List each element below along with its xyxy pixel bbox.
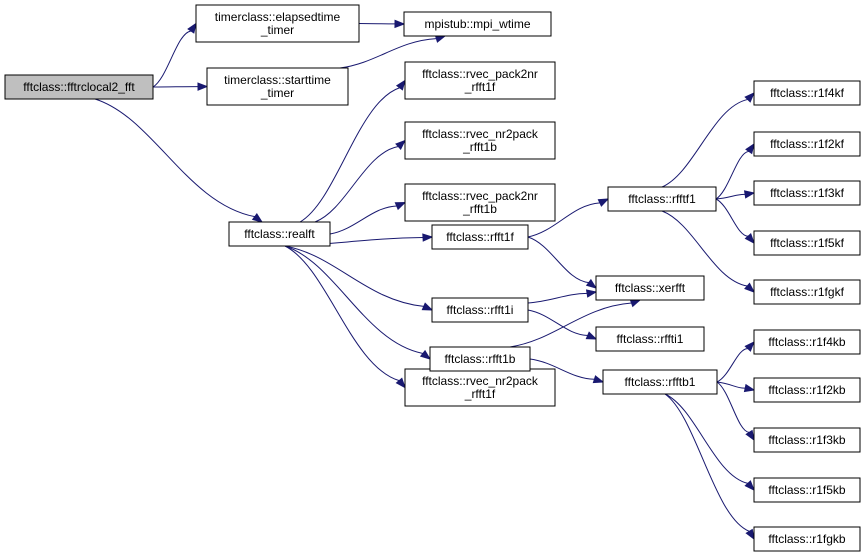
node-label: _rfft1f — [464, 387, 496, 401]
node-label: fftclass::r1fgkb — [768, 532, 845, 546]
node-label: fftclass::r1f3kf — [770, 186, 844, 200]
node-label: mpistub::mpi_wtime — [424, 17, 530, 31]
node-label: _rfft1f — [464, 80, 496, 94]
node-r1fgkf[interactable]: fftclass::r1fgkf — [753, 279, 861, 305]
node-label: fftclass::xerfft — [615, 281, 686, 295]
edge-starttime-to-mpi_wtime — [339, 34, 447, 69]
node-label: fftclass::rvec_nr2pack — [422, 374, 539, 388]
node-label: fftclass::r1f2kb — [768, 383, 845, 397]
node-r1f2kb[interactable]: fftclass::r1f2kb — [753, 377, 861, 403]
node-label: fftclass::r1f5kb — [768, 483, 845, 497]
node-label: _timer — [260, 23, 294, 37]
node-label: fftclass::r1f5kf — [770, 236, 844, 250]
node-label: fftclass::rfftf1 — [628, 192, 696, 206]
edge-rfftf1-to-r1f5kf — [715, 198, 755, 245]
node-label: timerclass::starttime — [224, 73, 331, 87]
node-r1f2kf[interactable]: fftclass::r1f2kf — [753, 131, 861, 157]
node-elapsedtime[interactable]: timerclass::elapsedtime_timer — [195, 4, 360, 43]
edge-rfftb1-to-r1f2kb — [716, 381, 756, 393]
nodes-layer: fftclass::fftrclocal2_fft timerclass::ela… — [4, 4, 861, 552]
node-rvec_pack2nr_rfft1f[interactable]: fftclass::rvec_pack2nr_rfft1f — [404, 61, 556, 100]
node-label: _timer — [260, 86, 294, 100]
edge-rfft1i-to-rffti1 — [527, 309, 598, 340]
node-rvec_pack2nr_rfft1b[interactable]: fftclass::rvec_pack2nr_rfft1b — [404, 183, 556, 222]
node-starttime[interactable]: timerclass::starttime_timer — [206, 67, 349, 106]
edge-rfft1f-to-rfftf1 — [527, 198, 610, 238]
node-rvec_nr2pack_rfft1f[interactable]: fftclass::rvec_nr2pack_rfft1f — [404, 368, 556, 407]
node-label: fftclass::fftrclocal2_fft — [23, 80, 135, 94]
node-r1f3kf[interactable]: fftclass::r1f3kf — [753, 180, 861, 206]
node-rfftb1[interactable]: fftclass::rfftb1 — [602, 369, 718, 395]
edge-rfft1i-to-xerfft — [527, 289, 598, 304]
node-label: fftclass::rvec_pack2nr — [422, 67, 538, 81]
node-r1f4kb[interactable]: fftclass::r1f4kb — [753, 329, 861, 355]
edge-fftrclocal2-to-realft — [94, 98, 264, 223]
node-label: fftclass::rvec_nr2pack — [422, 127, 539, 141]
edge-realft-to-rvec_nr2pack_rfft1b — [314, 139, 407, 223]
node-rfft1i[interactable]: fftclass::rfft1i — [431, 297, 529, 323]
node-label: fftclass::rfftb1 — [625, 375, 696, 389]
edge-rfftf1-to-r1fgkf — [661, 210, 756, 293]
node-label: fftclass::r1f4kf — [770, 86, 844, 100]
edge-realft-to-rvec_pack2nr_rfft1f — [299, 79, 406, 223]
node-label: fftclass::r1f4kb — [768, 335, 845, 349]
node-r1f4kf[interactable]: fftclass::r1f4kf — [753, 80, 861, 106]
edge-rfftf1-to-r1f3kf — [715, 190, 756, 200]
node-label: _rfft1b — [462, 140, 497, 154]
node-realft[interactable]: fftclass::realft — [228, 221, 331, 247]
edge-rfftb1-to-r1f3kb — [716, 381, 755, 442]
edge-rfftb1-to-r1f5kb — [664, 393, 755, 492]
node-label: fftclass::realft — [244, 227, 315, 241]
node-mpi_wtime[interactable]: mpistub::mpi_wtime — [403, 11, 552, 37]
node-rffti1[interactable]: fftclass::rffti1 — [595, 326, 705, 352]
node-r1fgkb[interactable]: fftclass::r1fgkb — [753, 526, 861, 552]
edge-realft-to-rfft1i — [284, 245, 434, 311]
edge-fftrclocal2-to-elapsedtime — [152, 22, 197, 88]
edge-rfftf1-to-r1f2kf — [715, 142, 755, 200]
node-label: fftclass::rfft1i — [447, 303, 514, 317]
node-label: fftclass::r1f3kb — [768, 433, 845, 447]
node-rvec_nr2pack_rfft1b[interactable]: fftclass::rvec_nr2pack_rfft1b — [404, 121, 556, 160]
node-label: fftclass::rvec_pack2nr — [422, 189, 538, 203]
edge-rfft1b-to-rfftb1 — [529, 358, 605, 384]
edge-rfft1f-to-xerfft — [527, 236, 598, 289]
edge-fftrclocal2-to-starttime — [152, 82, 209, 91]
node-xerfft[interactable]: fftclass::xerfft — [595, 275, 705, 301]
node-rfft1b[interactable]: fftclass::rfft1b — [429, 346, 531, 372]
node-label: fftclass::r1fgkf — [770, 285, 844, 299]
node-r1f5kf[interactable]: fftclass::r1f5kf — [753, 230, 861, 256]
edge-realft-to-rvec_nr2pack_rfft1f — [284, 245, 406, 389]
edge-realft-to-rvec_pack2nr_rfft1b — [329, 201, 407, 235]
node-label: timerclass::elapsedtime — [215, 10, 341, 24]
edge-rfftf1-to-r1f4kf — [661, 92, 755, 188]
node-rfft1f[interactable]: fftclass::rfft1f — [431, 224, 529, 250]
node-fftrclocal2[interactable]: fftclass::fftrclocal2_fft — [4, 74, 154, 100]
node-label: fftclass::r1f2kf — [770, 137, 844, 151]
edge-elapsedtime-to-mpi_wtime — [358, 19, 406, 29]
edge-realft-to-rfft1b — [284, 245, 432, 360]
node-label: fftclass::rfft1f — [446, 230, 514, 244]
node-label: fftclass::rffti1 — [617, 332, 684, 346]
node-label: _rfft1b — [462, 202, 497, 216]
node-r1f3kb[interactable]: fftclass::r1f3kb — [753, 427, 861, 453]
edge-rfftb1-to-r1fgkb — [664, 393, 755, 541]
node-rfftf1[interactable]: fftclass::rfftf1 — [607, 186, 717, 212]
node-r1f5kb[interactable]: fftclass::r1f5kb — [753, 477, 861, 503]
edge-rfftb1-to-r1f4kb — [716, 340, 755, 383]
node-label: fftclass::rfft1b — [445, 352, 516, 366]
